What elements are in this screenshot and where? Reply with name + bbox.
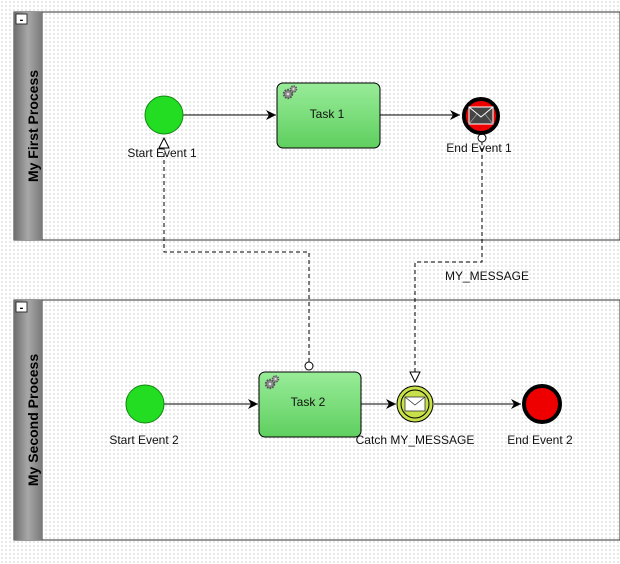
message-flow-label: MY_MESSAGE — [445, 269, 529, 283]
collapse-button[interactable]: - — [15, 13, 28, 26]
start-event-1[interactable] — [144, 95, 184, 135]
task-label: Task 2 — [291, 395, 326, 409]
catch-event-label: Catch MY_MESSAGE — [356, 433, 475, 447]
gears-icon — [264, 375, 280, 390]
end-event-label: End Event 2 — [507, 433, 573, 447]
pool-header[interactable] — [14, 300, 42, 540]
gears-icon — [282, 85, 298, 100]
start-event-2[interactable] — [125, 384, 165, 424]
pool-title: My Second Process — [25, 354, 41, 486]
task-2[interactable]: Task 2 — [258, 371, 362, 438]
task-1[interactable]: Task 1 — [276, 82, 381, 149]
catch-message-event[interactable] — [396, 385, 434, 423]
pool-my-first-process[interactable]: - My First Process — [13, 11, 620, 241]
collapse-symbol: - — [20, 302, 24, 314]
start-event-label: Start Event 1 — [127, 146, 197, 160]
start-event-label: Start Event 2 — [109, 433, 179, 447]
pool-my-second-process[interactable]: - My Second Process — [13, 299, 620, 541]
collapse-button[interactable]: - — [15, 301, 28, 314]
collapse-symbol: - — [20, 14, 24, 26]
end-event-label: End Event 1 — [446, 141, 512, 155]
pool-header[interactable] — [14, 12, 42, 240]
message-flow-end1-to-catch[interactable] — [415, 133, 487, 382]
task-label: Task 1 — [310, 107, 345, 121]
end-event-1[interactable] — [462, 97, 500, 135]
envelope-icon — [468, 106, 494, 125]
end-event-2[interactable] — [522, 384, 562, 424]
message-flow-task2-to-start1[interactable] — [164, 138, 314, 371]
pool-title: My First Process — [25, 70, 41, 182]
envelope-icon — [404, 396, 426, 412]
